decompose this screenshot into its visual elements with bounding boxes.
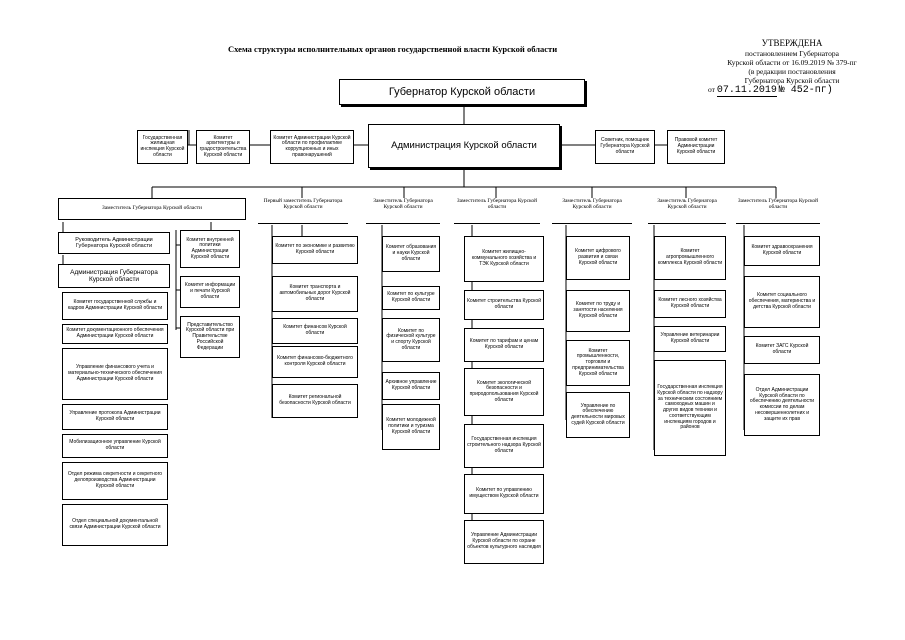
approval-line: от 07.11.2019 № 452-пг) <box>692 84 892 97</box>
head-of-governor-administration: Руководитель Администрации Губернатора К… <box>58 232 170 254</box>
approval-line: Губернатора Курской области <box>744 75 840 85</box>
side-box-legal-committee: Правовой комитет Администрации Курской о… <box>667 130 725 164</box>
side-box-anticorruption: Комитет Администрации Курской области по… <box>270 130 354 164</box>
col3-item: Комитет образования и науки Курской обла… <box>382 236 440 272</box>
col2-item: Комитет по экономике и развитию Курской … <box>272 236 358 264</box>
col2-item: Комитет финансов Курской области <box>272 318 358 344</box>
col4-item: Комитет строительства Курской области <box>464 290 544 320</box>
col1-item: Комитет документационного обеспечения Ад… <box>62 324 168 344</box>
col6-item: Комитет лесного хозяйства Курской област… <box>654 290 726 318</box>
governor-administration-box: Администрация Губернатора Курской област… <box>58 264 170 288</box>
approval-stamp: УТВЕРЖДЕНА постановлением Губернатора Ку… <box>692 38 892 97</box>
administration-box: Администрация Курской области <box>368 124 560 168</box>
approval-line: постановлением Губернатора <box>745 48 839 58</box>
deputy-header-col6: Заместитель Губернатора Курской области <box>648 198 726 224</box>
deputy-header-col2: Первый заместитель Губернатора Курской о… <box>258 198 348 224</box>
col7-item: Комитет социального обеспечения, материн… <box>744 276 820 328</box>
col3-item: Архивное управление Курской области <box>382 372 440 400</box>
approval-line: УТВЕРЖДЕНА <box>761 38 823 48</box>
col7-item: Комитет ЗАГС Курской области <box>744 336 820 364</box>
col5-item: Управление по обеспечению деятельности м… <box>566 392 630 438</box>
col3-item: Комитет по физической культуре и спорту … <box>382 318 440 362</box>
col5-item: Комитет цифрового развития и связи Курск… <box>566 236 630 280</box>
col1-sub-item: Комитет внутренней политики Администраци… <box>180 230 240 268</box>
col6-item: Комитет агропромышленного комплекса Курс… <box>654 236 726 280</box>
approval-date: 07.11.2019 <box>716 84 777 97</box>
col4-item: Комитет экологической безопасности и при… <box>464 368 544 416</box>
col1-item: Мобилизационное управление Курской облас… <box>62 434 168 458</box>
col2-item: Комитет транспорта и автомобильных дорог… <box>272 276 358 312</box>
deputy-header-col7: Заместитель Губернатора Курской области <box>736 198 820 224</box>
col1-item: Управление протокола Администрации Курск… <box>62 404 168 430</box>
approval-line: (в редакции постановления <box>748 66 836 76</box>
approval-line: Курской области от 16.09.2019 № 379-пг <box>727 57 857 67</box>
col5-item: Комитет промышленности, торговли и предп… <box>566 340 630 386</box>
diagram-title: Схема структуры исполнительных органов г… <box>228 44 558 54</box>
side-box-architecture: Комитет архитектуры и градостроительства… <box>196 130 250 164</box>
side-box-adviser: Советник, помощник Губернатора Курской о… <box>595 130 655 164</box>
col7-item: Комитет здравоохранения Курской области <box>744 236 820 266</box>
col4-item: Комитет жилищно-коммунального хозяйства … <box>464 236 544 282</box>
col5-item: Комитет по труду и занятости населения К… <box>566 290 630 332</box>
col2-item: Комитет финансово-бюджетного контроля Ку… <box>272 346 358 378</box>
deputy-header-col3: Заместитель Губернатора Курской области <box>366 198 440 224</box>
deputy-header-col1: Заместитель Губернатора Курской области <box>58 198 246 220</box>
col2-item: Комитет региональной безопасности Курско… <box>272 384 358 418</box>
col1-sub-item: Комитет информации и печати Курской обла… <box>180 276 240 308</box>
col4-item: Управление Администрации Курской области… <box>464 520 544 564</box>
col6-item: Управление ветеринарии Курской области <box>654 326 726 352</box>
approval-prefix: от <box>708 84 715 94</box>
col1-item: Отдел специальной документальной связи А… <box>62 504 168 546</box>
col4-item: Государственная инспекция строительного … <box>464 424 544 468</box>
col3-item: Комитет молодежной политики и туризма Ку… <box>382 404 440 450</box>
col1-item: Комитет государственной службы и кадров … <box>62 292 168 320</box>
col4-item: Комитет по тарифам и ценам Курской облас… <box>464 328 544 362</box>
col1-item: Отдел режима секретности и секретного де… <box>62 462 168 500</box>
col6-item: Государственная инспекция Курской област… <box>654 360 726 456</box>
col3-item: Комитет по культуре Курской области <box>382 286 440 310</box>
col1-sub-item: Представительство Курской области при Пр… <box>180 316 240 358</box>
col7-item: Отдел Администрации Курской области по о… <box>744 374 820 436</box>
col4-item: Комитет по управлению имуществом Курской… <box>464 474 544 514</box>
col1-item: Управление финансового учета и материаль… <box>62 348 168 400</box>
deputy-header-col5: Заместитель Губернатора Курской области <box>552 198 632 224</box>
approval-number: № 452-пг) <box>778 84 833 96</box>
deputy-header-col4: Заместитель Губернатора Курской области <box>454 198 540 224</box>
governor-box: Губернатор Курской области <box>339 79 585 105</box>
side-box-housing-inspection: Государственная жилищная инспекция Курск… <box>137 130 188 164</box>
